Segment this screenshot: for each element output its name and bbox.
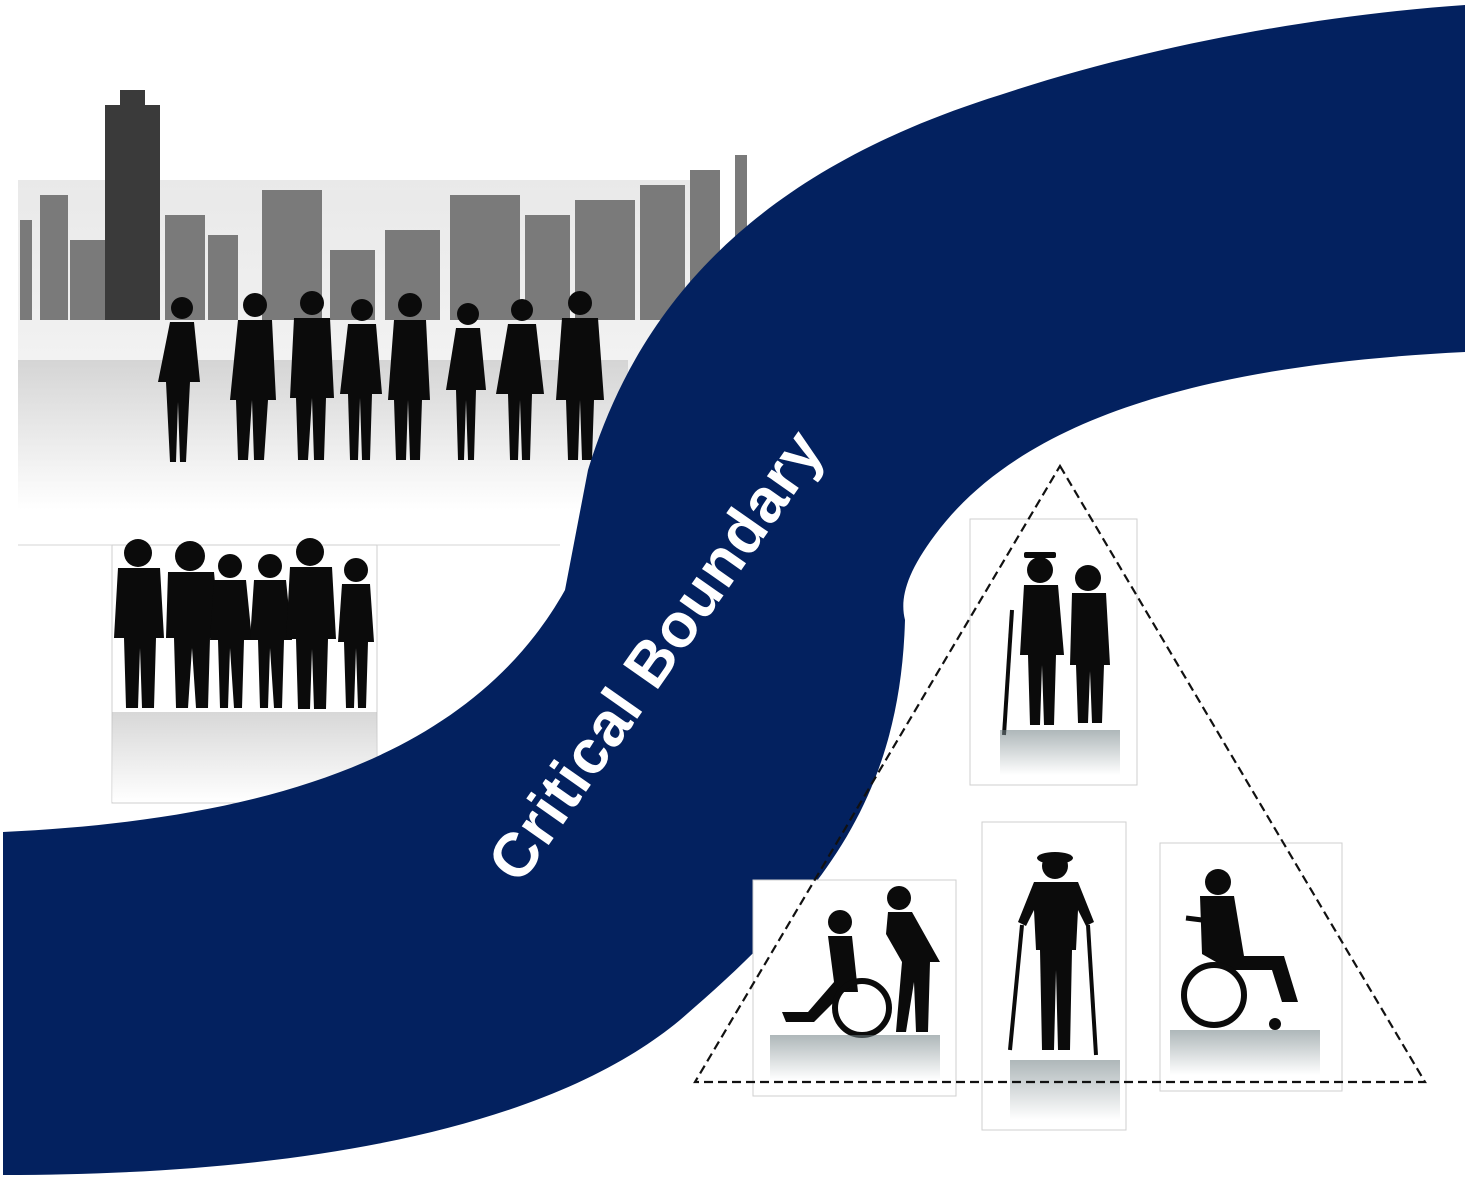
- dashed-triangle: [693, 463, 1427, 1084]
- elderly-man-with-canes-icon: [1008, 852, 1120, 1120]
- business-people-group-icon: [158, 291, 604, 462]
- elderly-couple-icon: [1000, 552, 1120, 775]
- critical-boundary-band: [3, 5, 1465, 1175]
- wheelchair-with-helper-icon: [770, 886, 940, 1080]
- wheelchair-user-icon: [1170, 869, 1320, 1075]
- young-people-group-icon: [112, 538, 377, 802]
